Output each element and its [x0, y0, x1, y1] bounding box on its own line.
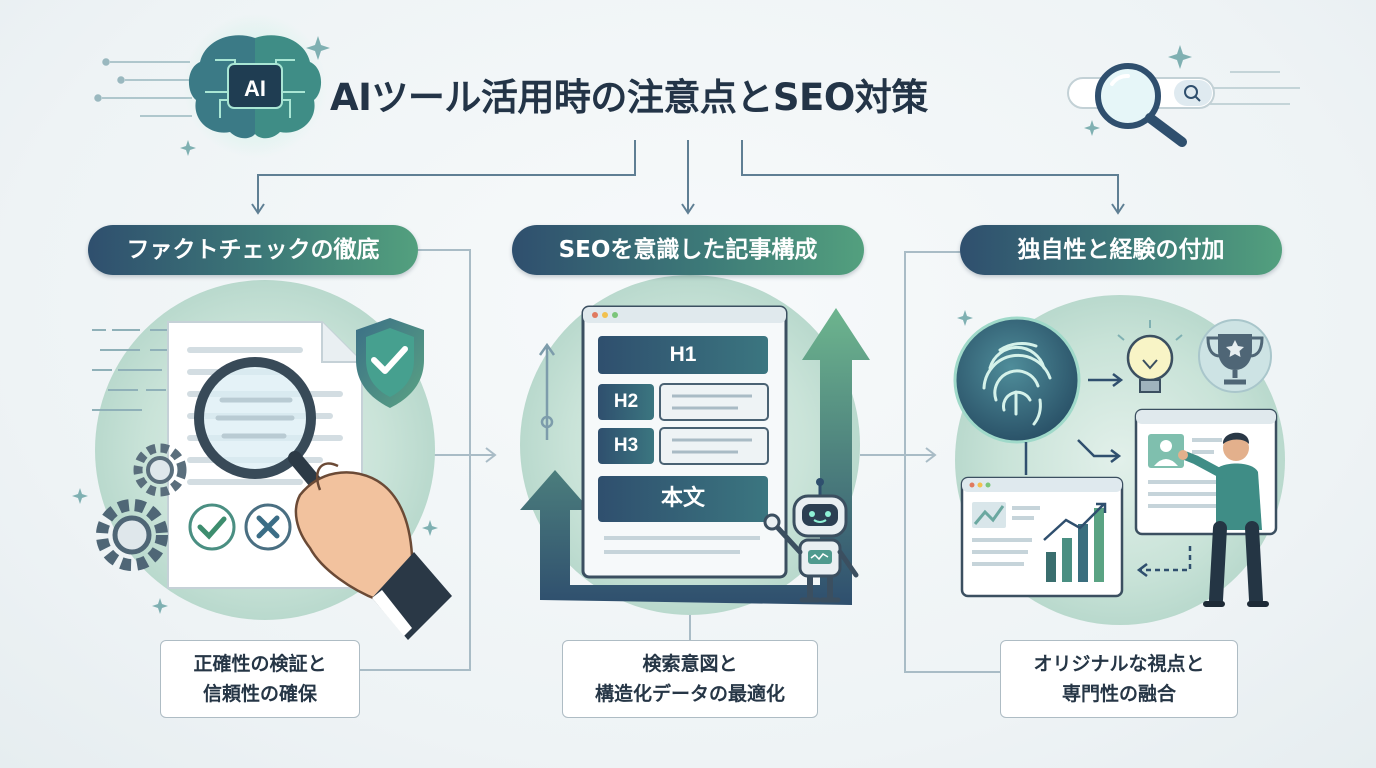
- shield-check-icon: [356, 318, 424, 408]
- circuit-lines-left: [94, 58, 192, 117]
- section3-caption: オリジナルな視点と 専門性の融合: [1000, 640, 1238, 718]
- magnifier-glass-icon: [194, 357, 332, 501]
- lightbulb-icon: [1117, 320, 1183, 393]
- section1-caption: 正確性の検証と 信頼性の確保: [160, 640, 360, 718]
- page-title: AIツール活用時の注意点とSEO対策: [330, 76, 928, 119]
- circuit-lines-right: [1200, 71, 1300, 105]
- body-block: [598, 476, 768, 522]
- chart-icon: [960, 476, 1124, 598]
- robot-icon: [763, 478, 859, 603]
- cross-icon: [244, 503, 292, 551]
- gear-icon: [96, 443, 187, 571]
- section1-caption-line2: 信頼性の確保: [202, 683, 317, 705]
- ai-badge-label: AI: [244, 76, 266, 101]
- section1-heading: ファクトチェックの徹底: [88, 225, 418, 275]
- trophy-icon: [1198, 319, 1272, 393]
- h3-block: [598, 428, 654, 464]
- section3-caption-line2: 専門性の融合: [1061, 683, 1176, 705]
- data-dash-lines: [92, 329, 170, 411]
- fingerprint-icon: [953, 316, 1081, 475]
- section2-caption: 検索意図と 構造化データの最適化: [562, 640, 818, 718]
- h2-block: [598, 384, 654, 420]
- flow-arrows: [1077, 373, 1192, 577]
- person-icon: [1178, 432, 1269, 607]
- check-icon: [188, 503, 236, 551]
- section2-caption-line2: 構造化データの最適化: [594, 683, 785, 705]
- section2-heading: SEOを意識した記事構成: [512, 225, 864, 275]
- section3-caption-line1: オリジナルな視点と: [1033, 653, 1205, 675]
- section3-heading: 独自性と経験の付加: [960, 225, 1282, 275]
- h1-block: [598, 336, 768, 374]
- browser-window-icon: [581, 305, 788, 579]
- brain-chip-icon: [183, 14, 327, 158]
- hand-icon: [294, 462, 452, 640]
- magnifier-search-icon: [1067, 63, 1215, 147]
- connector-lines: [251, 140, 1125, 215]
- section2-caption-line1: 検索意図と: [642, 653, 738, 675]
- section1-caption-line1: 正確性の検証と: [193, 653, 327, 675]
